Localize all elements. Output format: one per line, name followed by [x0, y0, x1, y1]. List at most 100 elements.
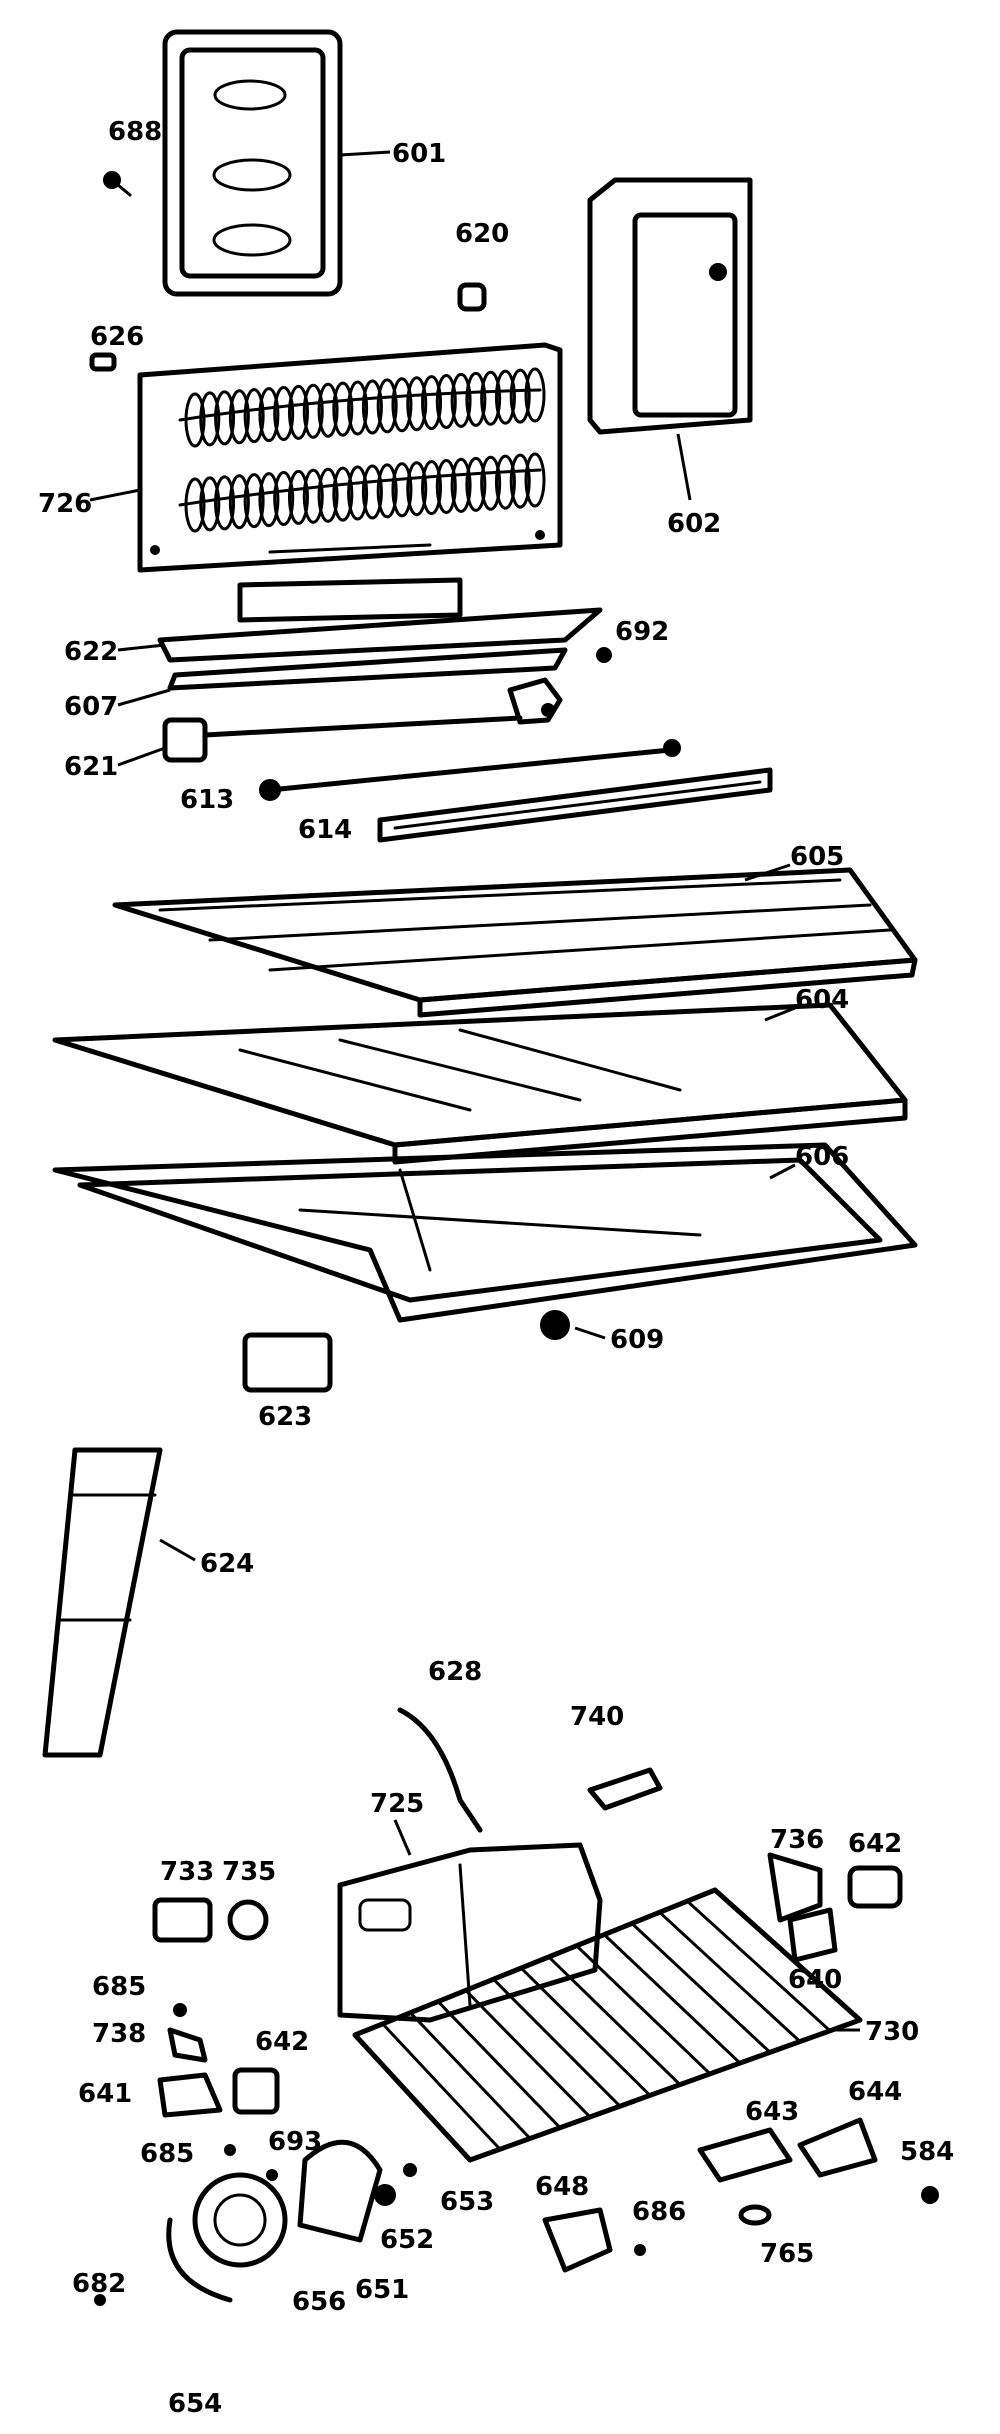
label-642-upper: 642: [848, 1829, 902, 1859]
evaporator-coil-fin: [524, 452, 546, 508]
leader-725: [393, 1819, 412, 1856]
evaporator-coil-fin: [258, 387, 280, 443]
label-624: 624: [200, 1549, 254, 1579]
leader-601: [339, 150, 391, 157]
label-652: 652: [380, 2225, 434, 2255]
leader-726: [89, 488, 141, 502]
evaporator-coil-fin: [421, 375, 443, 431]
evaporator-coil-fin: [302, 468, 324, 524]
evaporator-coil-fin: [214, 475, 236, 531]
evaporator-coil-fin: [509, 368, 531, 424]
evaporator-coil-fin: [391, 462, 413, 518]
part-602-cabinet: [587, 177, 753, 435]
label-656: 656: [292, 2287, 346, 2317]
label-584: 584: [900, 2137, 954, 2167]
evaporator-coil-fin: [435, 374, 457, 430]
evaporator-coil-fin: [228, 474, 250, 530]
part-609-fitting: [540, 1310, 570, 1340]
label-644: 644: [848, 2077, 902, 2107]
label-605: 605: [790, 842, 844, 872]
evaporator-coil-fin: [184, 477, 206, 533]
label-692: 692: [615, 617, 669, 647]
part-653-washer: [403, 2163, 417, 2177]
evaporator-coil-fin: [317, 467, 339, 523]
part-628-tube: [397, 1707, 483, 1833]
label-682: 682: [72, 2269, 126, 2299]
label-685-upper: 685: [92, 1972, 146, 2002]
label-648: 648: [535, 2172, 589, 2202]
label-651: 651: [355, 2275, 409, 2305]
label-621: 621: [64, 752, 118, 782]
evaporator-coil-fin: [524, 367, 546, 423]
evaporator-coil-fin: [465, 371, 487, 427]
part-738-bracket: [167, 2027, 208, 2063]
part-652-nut: [374, 2184, 396, 2206]
label-602: 602: [667, 509, 721, 539]
label-726: 726: [38, 489, 92, 519]
leader-605: [744, 863, 791, 882]
evaporator-coil-fin: [494, 369, 516, 425]
label-601: 601: [392, 139, 446, 169]
evaporator-coil-fin: [302, 383, 324, 439]
condenser-tube: [602, 1933, 742, 2065]
part-626-clip: [89, 352, 117, 372]
leader-606: [769, 1163, 796, 1180]
evaporator-coil-fin: [332, 466, 354, 522]
part-733-relay: [152, 1897, 213, 1943]
evaporator-coil-fin: [376, 463, 398, 519]
evaporator-coil-fin: [287, 384, 309, 440]
evaporator-coil-fin: [347, 465, 369, 521]
evaporator-coil-fin: [347, 380, 369, 436]
part-601-door-liner: [162, 29, 343, 297]
part-614-rail: [377, 767, 773, 843]
label-688: 688: [108, 117, 162, 147]
label-604: 604: [795, 985, 849, 1015]
part-730-condenser: [352, 1887, 863, 2163]
condenser-tube: [436, 2000, 562, 2130]
label-740: 740: [570, 1702, 624, 1732]
label-765: 765: [760, 2239, 814, 2269]
evaporator-coil-fin: [214, 390, 236, 446]
leader-624: [159, 1538, 196, 1562]
label-628: 628: [428, 1657, 482, 1687]
evaporator-coil-fin: [480, 455, 502, 511]
evaporator-coil-fin: [421, 460, 443, 516]
evaporator-coil-fin: [509, 453, 531, 509]
part-688-screw: [103, 171, 132, 197]
label-614: 614: [298, 815, 352, 845]
part-765-grommet: [738, 2204, 772, 2226]
condenser-tube: [575, 1944, 712, 2076]
label-626-top: 626: [90, 322, 144, 352]
label-686: 686: [632, 2197, 686, 2227]
label-613: 613: [180, 785, 234, 815]
condenser-tube: [519, 1966, 652, 2097]
part-692-screw: [596, 647, 612, 663]
part-622-plate: [157, 577, 603, 663]
condenser-tube: [491, 1977, 622, 2108]
part-644-bracket: [797, 2117, 878, 2178]
part-685-screw-lower: [224, 2144, 236, 2156]
part-584-screw: [921, 2186, 939, 2204]
label-623: 623: [258, 1402, 312, 1432]
part-606-drip-pan: [52, 1142, 918, 1323]
part-642-cap-lower: [232, 2067, 280, 2115]
evaporator-coil-fin: [376, 378, 398, 434]
evaporator-coil-fin: [199, 391, 221, 447]
evaporator-coil-fin: [317, 382, 339, 438]
part-624-long-panel: [42, 1447, 163, 1758]
leader-602: [676, 433, 692, 501]
evaporator-coil-fin: [494, 454, 516, 510]
evaporator-coil-fin: [480, 370, 502, 426]
part-656-fan-motor: [192, 2172, 288, 2268]
evaporator-coil-fin: [228, 389, 250, 445]
label-725: 725: [370, 1789, 424, 1819]
evaporator-coil-fin: [361, 379, 383, 435]
evaporator-coil-fin: [273, 385, 295, 441]
part-621-bracket: [162, 677, 563, 763]
evaporator-coil-fin: [435, 459, 457, 515]
label-620: 620: [455, 219, 509, 249]
label-641: 641: [78, 2079, 132, 2109]
part-642-cap-upper: [847, 1865, 903, 1909]
part-685-screw-upper: [173, 2003, 187, 2017]
